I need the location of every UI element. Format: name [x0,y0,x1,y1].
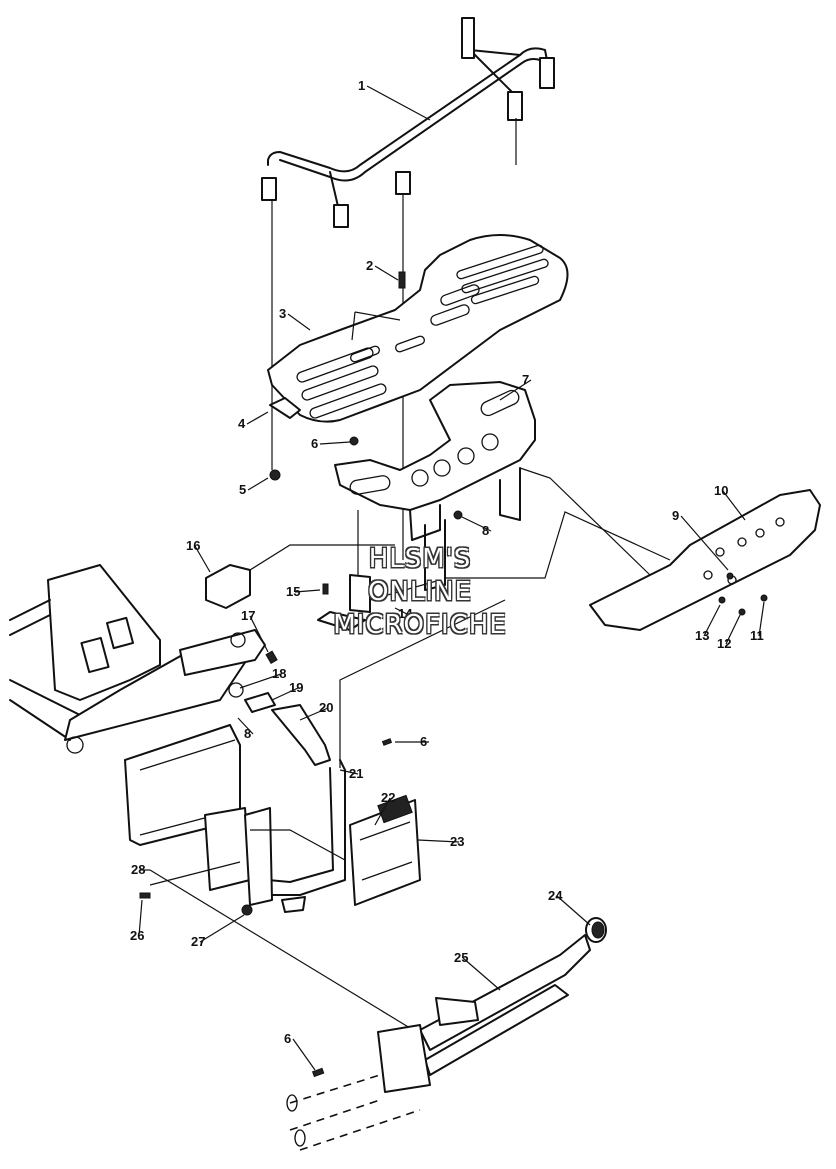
callout-leader [237,717,254,735]
callout-leader [758,601,765,637]
callout-6: 6 [284,1031,291,1046]
callout-leader [292,1038,316,1071]
part-17-bolt [265,650,278,665]
part-13-washer [718,596,726,604]
callout-17: 17 [241,608,255,623]
callout-leader [287,313,311,331]
part-4-bracket [269,397,301,419]
callout-6: 6 [311,436,318,451]
part-10-bumper [445,467,821,631]
part-18-bushing [228,682,244,698]
callout-8: 8 [482,523,489,538]
watermark-line: ONLINE [368,577,472,607]
callout-leader [461,516,492,532]
callout-11: 11 [750,628,764,643]
callout-23: 23 [450,834,464,849]
part-6-bolt [349,436,359,446]
callout-leader [199,914,245,943]
part-6-bolt-bumper [311,1067,325,1078]
callout-leader [725,614,741,645]
callout-leader [294,589,321,593]
callout-14: 14 [398,606,413,621]
callout-16: 16 [186,538,200,553]
part-15-bolt [322,583,329,595]
callout-12: 12 [717,636,731,651]
callout-leader [366,85,431,121]
part-9-washer [726,572,734,580]
part-28-leader [149,869,411,1029]
callout-20: 20 [319,700,333,715]
callout-8: 8 [244,726,251,741]
part-6-bolt-front [381,738,393,746]
callout-7: 7 [522,372,529,387]
radiator [124,724,251,891]
part-27-nut [241,904,253,916]
callout-2: 2 [366,258,373,273]
callout-24: 24 [548,888,563,903]
part-14-bracket [317,510,441,631]
callout-leader [374,265,399,281]
callout-leader [703,604,721,637]
part-26-bolt [139,892,151,899]
callout-leader [394,607,408,615]
callout-leader [319,441,351,445]
callout-leader [249,615,269,653]
callout-leader [417,839,460,843]
callout-leader [556,895,591,926]
part-7-rack-support [334,381,536,591]
part-1-rack-tube [261,17,555,228]
part-25-front-bumper [286,934,591,1151]
part-8-nut [453,510,463,520]
callout-leader [499,379,532,401]
callout-22: 22 [381,790,395,805]
part-24-bumper-cap [585,917,607,943]
part-2-bolt [398,271,406,289]
callout-leader [722,490,746,521]
callout-leader [462,957,501,991]
frame [9,564,266,754]
callout-leader [271,687,299,701]
callout-27: 27 [191,934,205,949]
watermark-line: MICROFICHE [333,610,507,640]
callout-leader [299,707,329,721]
callout-3: 3 [279,306,286,321]
callout-5: 5 [239,482,246,497]
callout-leader [138,899,143,937]
part-12-nut [738,608,746,616]
callout-13: 13 [695,628,709,643]
callout-leader [339,769,359,775]
part-16-tail-light [205,544,395,609]
callout-28: 28 [131,862,145,877]
part-3-rack-plate [267,234,569,423]
part-21-front-bracket [244,599,506,913]
part-23-grille [349,794,421,906]
callout-leader [194,545,211,573]
callout-10: 10 [714,483,728,498]
callout-9: 9 [672,508,679,523]
watermark: HLSM'S ONLINE MICROFICHE [300,543,540,642]
callout-4: 4 [238,416,246,431]
part-19-clamp [244,692,276,713]
callout-leader [680,515,729,571]
part-5-nut [269,469,281,481]
callout-26: 26 [130,928,144,943]
watermark-line: HLSM'S [368,544,472,574]
callout-6: 6 [420,734,427,749]
callout-1: 1 [358,78,365,93]
callout-19: 19 [289,680,303,695]
callout-18: 18 [272,666,286,681]
callout-21: 21 [349,766,363,781]
part-11-bolt [760,594,768,602]
callout-leader [247,477,269,491]
callout-labels: 1234567891011121314151617181920621222382… [130,78,765,1071]
callout-leader [374,797,391,826]
callout-leader [246,411,269,425]
callout-25: 25 [454,950,468,965]
callout-15: 15 [286,584,300,599]
callout-leader [239,673,282,689]
